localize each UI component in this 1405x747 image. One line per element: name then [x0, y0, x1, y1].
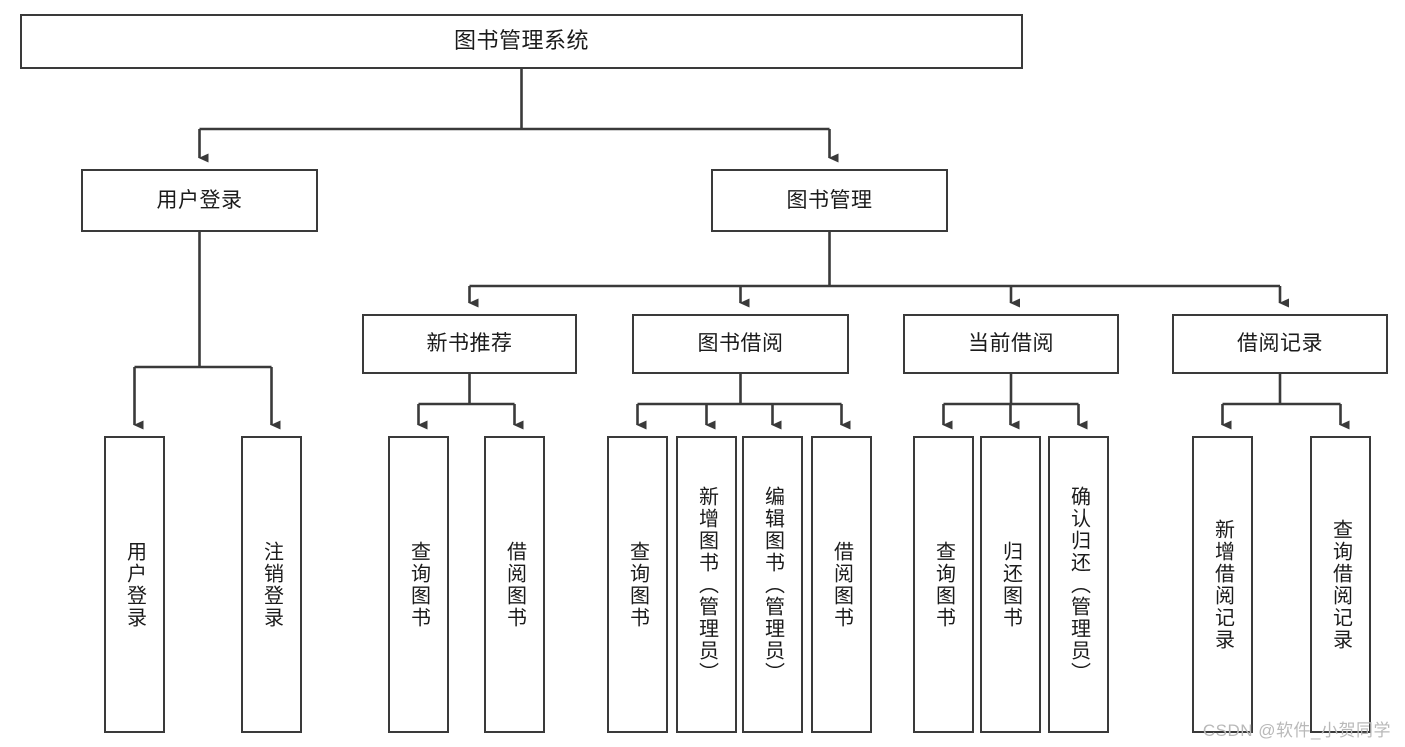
- node-leaf-bk-query[interactable]: 查询图书: [607, 436, 668, 733]
- node-label: 用户登录: [156, 188, 243, 212]
- node-label: 图书借阅: [697, 332, 784, 356]
- node-label: 借阅图书: [830, 540, 853, 629]
- node-label: 查询借阅记录: [1329, 518, 1352, 651]
- node-leaf-cur-query[interactable]: 查询图书: [913, 436, 974, 733]
- node-leaf-nb-query[interactable]: 查询图书: [388, 436, 449, 733]
- node-label: 归还图书: [999, 540, 1022, 629]
- node-label: 借阅图书: [503, 540, 526, 629]
- node-root[interactable]: 图书管理系统: [20, 14, 1023, 69]
- node-newbook[interactable]: 新书推荐: [362, 314, 577, 374]
- node-leaf-bk-add[interactable]: 新增图书（管理员）: [676, 436, 737, 733]
- node-label: 当前借阅: [968, 332, 1054, 356]
- node-label: 借阅记录: [1237, 332, 1323, 356]
- node-label: 查询图书: [932, 540, 955, 629]
- node-label: 新增图书（管理员）: [695, 485, 718, 684]
- node-leaf-cur-confirm[interactable]: 确认归还（管理员）: [1048, 436, 1109, 733]
- node-leaf-rec-query[interactable]: 查询借阅记录: [1310, 436, 1371, 733]
- node-label: 新增借阅记录: [1211, 518, 1234, 651]
- node-label: 查询图书: [626, 540, 649, 629]
- node-leaf-user-login[interactable]: 用户登录: [104, 436, 165, 733]
- node-leaf-bk-borrow[interactable]: 借阅图书: [811, 436, 872, 733]
- node-label: 确认归还（管理员）: [1067, 485, 1090, 684]
- node-label: 图书管理系统: [453, 28, 589, 54]
- node-label: 编辑图书（管理员）: [761, 485, 784, 684]
- node-label: 查询图书: [407, 540, 430, 629]
- node-leaf-bk-edit[interactable]: 编辑图书（管理员）: [742, 436, 803, 733]
- node-borrow[interactable]: 图书借阅: [632, 314, 849, 374]
- node-leaf-rec-add[interactable]: 新增借阅记录: [1192, 436, 1253, 733]
- node-current[interactable]: 当前借阅: [903, 314, 1119, 374]
- node-leaf-nb-borrow[interactable]: 借阅图书: [484, 436, 545, 733]
- edges-group: [133, 69, 1350, 430]
- node-login[interactable]: 用户登录: [81, 169, 318, 232]
- node-label: 用户登录: [123, 540, 146, 629]
- node-bookmgmt[interactable]: 图书管理: [711, 169, 948, 232]
- node-label: 新书推荐: [426, 332, 513, 356]
- node-leaf-user-logout[interactable]: 注销登录: [241, 436, 302, 733]
- node-label: 图书管理: [786, 188, 873, 212]
- node-record[interactable]: 借阅记录: [1172, 314, 1388, 374]
- node-label: 注销登录: [260, 540, 283, 629]
- node-leaf-cur-return[interactable]: 归还图书: [980, 436, 1041, 733]
